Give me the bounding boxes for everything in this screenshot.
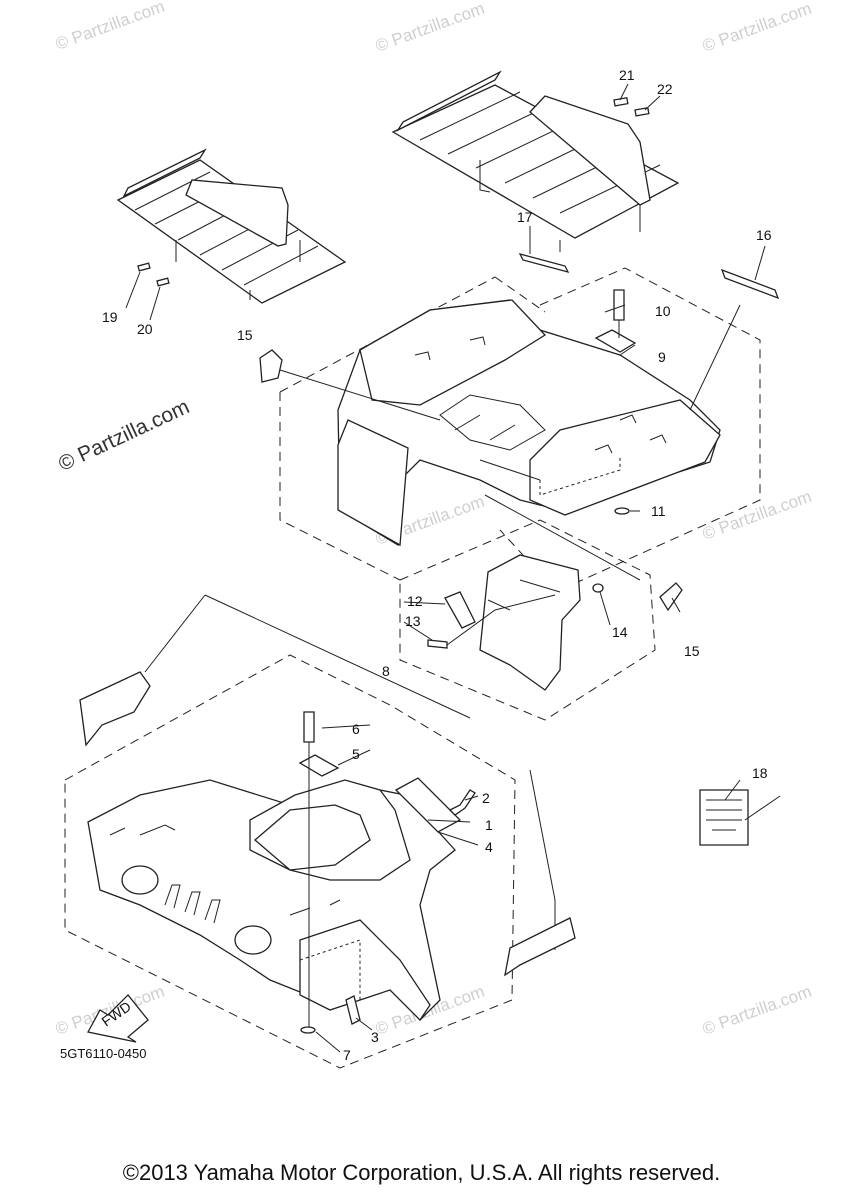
callout-16: 16 (756, 227, 772, 243)
rear-fender-assembly (279, 267, 761, 591)
screw-13-shape (427, 639, 448, 649)
watermark-text: © Partzilla.com (53, 0, 167, 54)
screw-3-shape (345, 995, 361, 1025)
callouts: 1 2 3 4 5 6 7 8 9 10 11 12 13 14 15 15 1… (102, 67, 772, 1063)
emblem-15b-shape (659, 582, 683, 612)
washer-14-shape (592, 583, 604, 593)
callout-20: 20 (137, 321, 153, 337)
callout-5: 5 (352, 746, 360, 762)
bracket-5-shape (298, 754, 340, 777)
side-decal-shape (79, 671, 151, 747)
callout-22: 22 (657, 81, 673, 97)
warning-label-18-shape (699, 789, 749, 846)
rear-mud-flap (399, 519, 683, 721)
rear-fasteners (594, 289, 637, 515)
callout-12: 12 (407, 593, 423, 609)
callout-17: 17 (517, 209, 533, 225)
callout-8: 8 (382, 663, 390, 679)
callout-10: 10 (655, 303, 671, 319)
decal-20-shape (156, 277, 170, 287)
callout-11: 11 (651, 503, 666, 519)
rear-emblems (518, 226, 780, 300)
plate-12-shape (444, 591, 476, 629)
decal-19-shape (137, 262, 151, 272)
callout-21: 21 (619, 67, 635, 83)
front-fender-assembly (64, 654, 516, 1069)
emblem-16-shape (720, 268, 780, 300)
callout-3: 3 (371, 1029, 379, 1045)
copyright-notice: ©2013 Yamaha Motor Corporation, U.S.A. A… (122, 1160, 721, 1185)
callout-13: 13 (405, 613, 421, 629)
callout-15b: 15 (684, 643, 700, 659)
callout-2: 2 (482, 790, 490, 806)
front-carrier-rack (116, 148, 347, 321)
callout-1: 1 (485, 817, 493, 833)
rivet-10-shape (613, 289, 625, 321)
callout-4: 4 (485, 839, 493, 855)
plate-1-shape (394, 777, 462, 833)
fwd-arrow: FWD (87, 994, 149, 1043)
emblem-15-shape (259, 349, 283, 383)
callout-19: 19 (102, 309, 118, 325)
watermark-text: © Partzilla.com (700, 487, 814, 544)
callout-18: 18 (752, 765, 768, 781)
watermark-text: © Partzilla.com (700, 982, 814, 1039)
callout-7: 7 (343, 1047, 351, 1063)
emblem-large-shape (504, 917, 576, 977)
callout-6: 6 (352, 721, 360, 737)
rivet-6-shape (303, 711, 315, 743)
watermark-text: © Partzilla.com (373, 0, 487, 56)
rivet-2-shape (448, 789, 476, 816)
callout-9: 9 (658, 349, 666, 365)
rear-carrier-rack (391, 70, 680, 252)
callout-14: 14 (612, 624, 628, 640)
washer-11-shape (614, 507, 630, 515)
washer-7-shape (300, 1026, 316, 1034)
watermark-text: © Partzilla.com (700, 0, 814, 56)
emblem-17-shape (518, 253, 570, 273)
callout-15: 15 (237, 327, 253, 343)
diagram-code: 5GT6110-0450 (60, 1046, 147, 1061)
front-fasteners (298, 711, 576, 1034)
bracket-9-shape (594, 329, 637, 353)
